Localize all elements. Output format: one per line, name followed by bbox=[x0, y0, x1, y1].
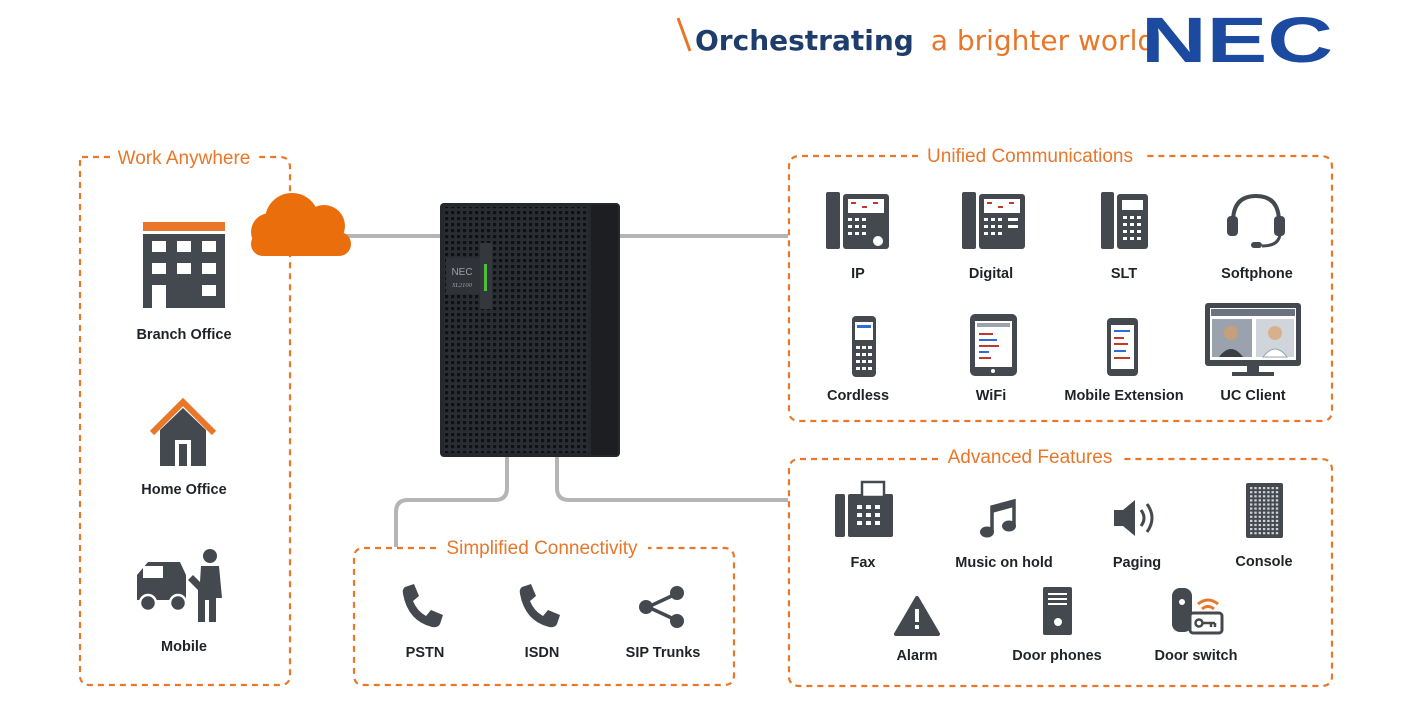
uc-ip-label: IP bbox=[851, 266, 865, 282]
nec-logo: NEC bbox=[1141, 4, 1333, 76]
ip-phone-icon bbox=[826, 192, 889, 249]
cloud-icon bbox=[251, 193, 351, 256]
building-icon bbox=[143, 222, 225, 308]
branch-office-label: Branch Office bbox=[136, 327, 231, 343]
tagline-part2: a brighter world bbox=[931, 24, 1155, 57]
work-anywhere-group: Work Anywhere Branch Office Home Office bbox=[78, 148, 292, 687]
uc-digital-label: Digital bbox=[969, 266, 1013, 282]
unified-communications-group: Unified Communications IP Digital S bbox=[787, 146, 1334, 423]
cable-advanced bbox=[555, 457, 788, 502]
pbx-status-led bbox=[484, 264, 487, 291]
tagline-part1: Orchestrating bbox=[695, 24, 914, 57]
pbx-system: NEC SL2100 bbox=[440, 203, 620, 457]
mobile-worker-icon bbox=[137, 549, 222, 622]
uc-mobile-extension-label: Mobile Extension bbox=[1064, 388, 1183, 404]
pstn-label: PSTN bbox=[406, 645, 445, 661]
smartphone-icon bbox=[1107, 318, 1138, 376]
music-note-icon bbox=[980, 498, 1016, 538]
home-office-label: Home Office bbox=[141, 482, 226, 498]
tagline-slash bbox=[676, 17, 692, 52]
work-anywhere-title: Work Anywhere bbox=[118, 148, 251, 169]
house-icon bbox=[149, 397, 217, 466]
advanced-features-title: Advanced Features bbox=[948, 447, 1113, 468]
sip-trunks-label: SIP Trunks bbox=[626, 645, 701, 661]
af-door-phones-label: Door phones bbox=[1012, 648, 1101, 664]
door-phone-icon bbox=[1043, 587, 1072, 635]
door-switch-icon bbox=[1172, 588, 1224, 635]
af-door-switch-label: Door switch bbox=[1155, 648, 1238, 664]
wifi-phone-icon bbox=[970, 314, 1017, 376]
console-icon bbox=[1246, 483, 1283, 538]
pstn-phone-handset-icon bbox=[402, 584, 443, 628]
mobile-label: Mobile bbox=[161, 639, 207, 655]
af-fax-label: Fax bbox=[851, 555, 876, 571]
isdn-phone-handset-icon bbox=[519, 584, 560, 628]
uc-slt-label: SLT bbox=[1111, 266, 1137, 282]
af-alarm-label: Alarm bbox=[896, 648, 937, 664]
warning-icon bbox=[894, 596, 940, 636]
connectivity-title: Simplified Connectivity bbox=[446, 538, 638, 559]
pbx-brand: NEC bbox=[451, 267, 472, 278]
digital-phone-icon bbox=[962, 192, 1025, 249]
pbx-model: SL2100 bbox=[452, 282, 473, 289]
af-console-label: Console bbox=[1235, 554, 1292, 570]
speaker-icon bbox=[1114, 500, 1154, 536]
work-anywhere-frame bbox=[78, 155, 292, 687]
share-icon bbox=[639, 586, 684, 628]
cordless-phone-icon bbox=[852, 316, 876, 377]
af-music-on-hold-label: Music on hold bbox=[955, 555, 1052, 571]
uc-cordless-label: Cordless bbox=[827, 388, 889, 404]
uc-client-label: UC Client bbox=[1220, 388, 1285, 404]
tagline: Orchestrating a brighter world bbox=[695, 24, 1155, 57]
af-paging-label: Paging bbox=[1113, 555, 1161, 571]
fax-icon bbox=[835, 480, 893, 537]
cables bbox=[345, 234, 788, 547]
simplified-connectivity-group: Simplified Connectivity PSTN ISDN SIP Tr… bbox=[352, 538, 736, 687]
advanced-features-frame bbox=[787, 457, 1334, 688]
advanced-features-group: Advanced Features Fax Music on hold Pagi… bbox=[787, 447, 1334, 688]
headset-icon bbox=[1227, 193, 1285, 248]
uc-softphone-label: Softphone bbox=[1221, 266, 1293, 282]
isdn-label: ISDN bbox=[525, 645, 560, 661]
slt-phone-icon bbox=[1101, 192, 1148, 249]
connectivity-frame bbox=[352, 546, 736, 687]
header: Orchestrating a brighter world NEC bbox=[676, 4, 1333, 76]
uc-wifi-label: WiFi bbox=[976, 388, 1006, 404]
video-monitor-icon bbox=[1205, 303, 1301, 376]
uc-title: Unified Communications bbox=[927, 146, 1133, 167]
cable-connectivity bbox=[394, 457, 509, 547]
